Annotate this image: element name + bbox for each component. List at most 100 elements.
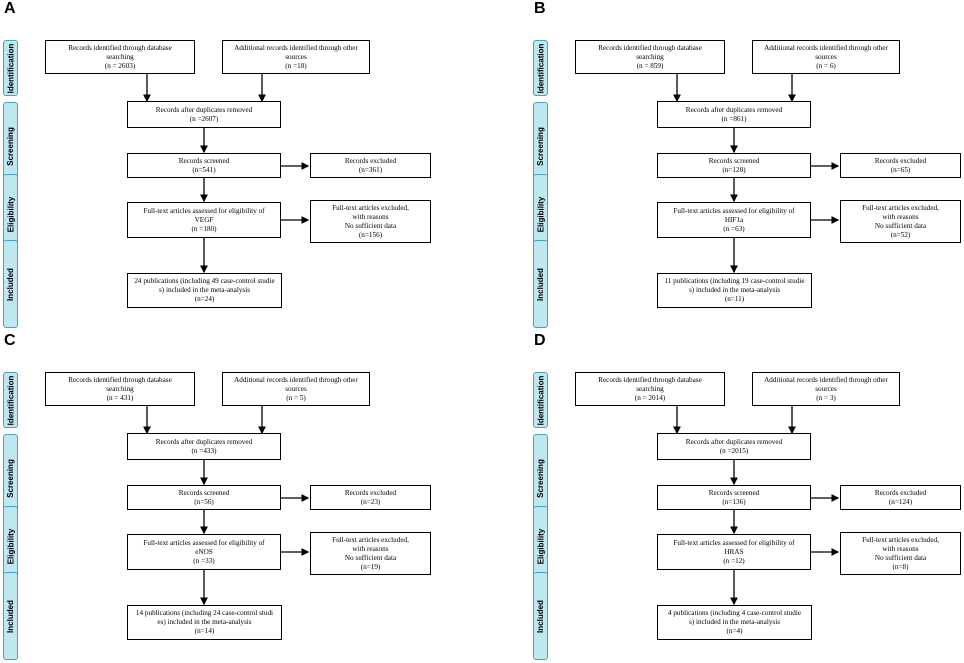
box-text-line: searching: [636, 52, 664, 61]
panel-letter: D: [534, 332, 546, 349]
box-text-line: (n=52): [890, 230, 911, 239]
flow-arrows: [673, 74, 840, 274]
box-text-line: 24 publications (including 49 case-contr…: [134, 277, 275, 285]
box-text-line: (n=128): [722, 165, 746, 174]
box-text-line: Full-text articles excluded,: [332, 535, 409, 544]
box-text-line: VEGF: [194, 215, 214, 224]
stage-included: Included: [3, 572, 18, 660]
box-text-line: Additional records identified through ot…: [234, 375, 358, 384]
box-text-line: (n = 3): [816, 393, 836, 402]
box-text-line: (n =63): [723, 224, 745, 233]
box-text-line: Records excluded: [874, 488, 927, 497]
box-text-line: (n =861): [721, 114, 747, 123]
flow-arrows: [143, 406, 310, 606]
box-text-line: Records identified through database: [68, 375, 172, 384]
box-text-line: Additional records identified through ot…: [764, 375, 888, 384]
box-text-line: s) included in the meta-analysis: [688, 618, 781, 626]
box-text-line: Records excluded: [874, 156, 927, 165]
box-fulltext-excluded: Full-text articles excluded,with reasons…: [310, 532, 431, 575]
box-text-line: No sufficient data: [344, 221, 397, 230]
box-fulltext-excluded: Full-text articles excluded,with reasons…: [840, 532, 961, 575]
box-records-excluded: Records excluded(n=124): [840, 485, 961, 510]
box-text-line: (n=19): [360, 562, 381, 571]
box-included: 14 publications (including 24 case-contr…: [127, 605, 282, 640]
box-text-line: searching: [636, 384, 664, 393]
flow-arrows: [143, 74, 310, 274]
box-fulltext-assessed: Full-text articles assessed for eligibil…: [127, 202, 281, 238]
box-text-line: Full-text articles assessed for eligibil…: [673, 538, 795, 547]
box-fulltext-excluded: Full-text articles excluded,with reasons…: [310, 200, 431, 243]
box-text-line: (n=11): [724, 295, 745, 303]
box-records-excluded: Records excluded(n=23): [310, 485, 431, 510]
box-text-line: (n =433): [191, 446, 217, 455]
box-text-line: (n =2015): [719, 446, 749, 455]
box-text-line: (n =180): [191, 224, 217, 233]
stage-identification: Identification: [533, 40, 548, 96]
box-text-line: Records excluded: [344, 488, 397, 497]
box-other-records: Additional records identified through ot…: [222, 372, 370, 406]
stage-identification: Identification: [3, 372, 18, 428]
box-text-line: Full-text articles assessed for eligibil…: [143, 206, 265, 215]
box-after-duplicates: Records after duplicates removed(n =2607…: [127, 101, 281, 128]
box-text-line: with reasons: [352, 544, 389, 553]
stage-identification: Identification: [3, 40, 18, 96]
box-text-line: (n =2607): [189, 114, 219, 123]
box-text-line: Records identified through database: [598, 375, 702, 384]
box-text-line: Records identified through database: [598, 43, 702, 52]
panel-letter: A: [4, 0, 16, 17]
box-text-line: with reasons: [882, 212, 919, 221]
box-text-line: (n=56): [194, 497, 214, 506]
box-text-line: 4 publications (including 4 case-control…: [667, 609, 802, 617]
box-text-line: searching: [106, 384, 134, 393]
box-records-screened: Records screened(n=56): [127, 485, 281, 510]
box-text-line: (n =12): [723, 556, 745, 565]
box-fulltext-assessed: Full-text articles assessed for eligibil…: [657, 202, 811, 238]
stage-included: Included: [3, 240, 18, 328]
box-text-line: Full-text articles assessed for eligibil…: [143, 538, 265, 547]
box-text-line: s) included in the meta-analysis: [688, 286, 781, 294]
box-text-line: Additional records identified through ot…: [234, 43, 358, 52]
box-other-records: Additional records identified through ot…: [752, 40, 900, 74]
box-text-line: sources: [285, 384, 307, 393]
box-records-excluded: Records excluded(n=361): [310, 153, 431, 178]
box-included: 11 publications (including 19 case-contr…: [657, 273, 812, 308]
box-text-line: HIF1a: [724, 215, 744, 224]
box-records-screened: Records screened(n=541): [127, 153, 281, 178]
box-text-line: es) included in the meta-analysis: [157, 618, 252, 626]
box-text-line: (n = 2014): [634, 393, 666, 402]
flow-panel-b: B Identification Screening Eligibility I…: [530, 0, 964, 331]
box-text-line: (n=65): [890, 165, 911, 174]
box-text-line: with reasons: [882, 544, 919, 553]
box-after-duplicates: Records after duplicates removed(n =433): [127, 433, 281, 460]
box-other-records: Additional records identified through ot…: [222, 40, 370, 74]
stage-identification: Identification: [533, 372, 548, 428]
box-text-line: (n=8): [892, 562, 909, 571]
box-text-line: (n=24): [194, 295, 215, 303]
box-text-line: (n=14): [194, 627, 215, 635]
box-records-excluded: Records excluded(n=65): [840, 153, 961, 178]
box-text-line: (n = 5): [286, 393, 306, 402]
box-text-line: (n =33): [193, 556, 215, 565]
box-included: 4 publications (including 4 case-control…: [657, 605, 812, 640]
panel-letter: C: [4, 332, 16, 349]
box-text-line: with reasons: [352, 212, 389, 221]
box-fulltext-excluded: Full-text articles excluded,with reasons…: [840, 200, 961, 243]
box-after-duplicates: Records after duplicates removed(n =861): [657, 101, 811, 128]
box-text-line: (n = 431): [106, 393, 134, 402]
box-text-line: Records identified through database: [68, 43, 172, 52]
box-text-line: (n = 2603): [104, 61, 136, 70]
box-text-line: eNOS: [195, 547, 213, 556]
box-other-records: Additional records identified through ot…: [752, 372, 900, 406]
box-text-line: (n =18): [285, 61, 307, 70]
box-records-screened: Records screened(n=136): [657, 485, 811, 510]
box-text-line: sources: [285, 52, 307, 61]
box-text-line: (n=541): [192, 165, 216, 174]
box-text-line: Records after duplicates removed: [685, 105, 783, 114]
box-text-line: (n=4): [726, 627, 743, 635]
box-text-line: Records screened: [708, 156, 760, 165]
box-text-line: Additional records identified through ot…: [764, 43, 888, 52]
box-text-line: Full-text articles excluded,: [862, 203, 939, 212]
